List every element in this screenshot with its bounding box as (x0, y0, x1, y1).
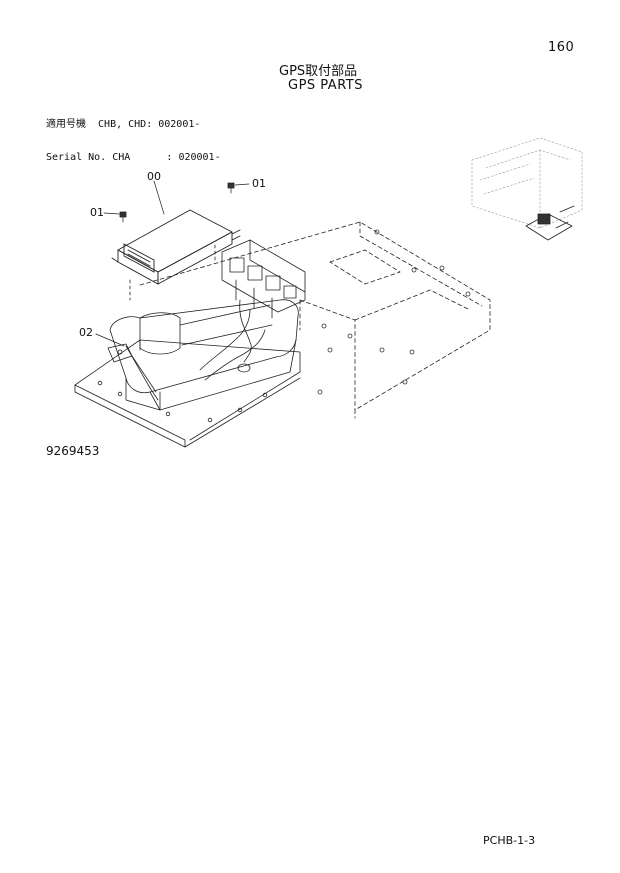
callout-01-left: 01 (90, 206, 104, 219)
screw-right (228, 183, 234, 193)
footer-code: PCHB-1-3 (483, 834, 536, 847)
callout-00: 00 (147, 170, 161, 183)
base-plate-holes (318, 230, 470, 394)
assembly-leader (130, 245, 215, 300)
applicability-block: 適用号機 CHB, CHD: 002001- Serial No. CHA : … (46, 97, 221, 174)
screw-left (120, 212, 126, 222)
base-plate (140, 222, 490, 418)
relay-block (222, 240, 305, 373)
title-english: GPS PARTS (288, 78, 363, 93)
page-number: 160 (548, 40, 575, 55)
callout-02: 02 (79, 326, 93, 339)
callout-01-right: 01 (252, 177, 266, 190)
key-machine-sketch (472, 138, 582, 228)
applicability-line-1: 適用号機 CHB, CHD: 002001- (46, 119, 201, 130)
key-location-marker (526, 206, 574, 240)
enclosure-body (110, 300, 298, 410)
figure-number: 9269453 (46, 444, 100, 458)
clamp-part (108, 344, 158, 400)
gps-controller-unit (112, 210, 240, 284)
callout-leaders (96, 181, 249, 346)
lower-bracket (75, 340, 300, 447)
applicability-line-2: Serial No. CHA : 020001- (46, 152, 221, 163)
title-japanese: GPS取付部品 (279, 64, 358, 79)
